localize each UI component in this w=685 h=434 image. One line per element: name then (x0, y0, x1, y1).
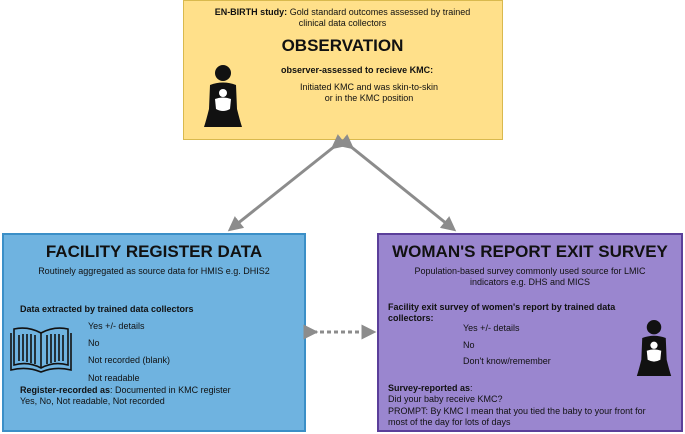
woman-title: WOMAN'S REPORT EXIT SURVEY (392, 242, 668, 261)
facility-subtitle: Routinely aggregated as source data for … (38, 266, 270, 276)
woman-question: Did your baby receive KMC? (388, 394, 503, 404)
recorded-label: Register-recorded as (20, 385, 111, 395)
observation-subtitle: observer-assessed to recieve KMC: (281, 65, 434, 75)
facility-title: FACILITY REGISTER DATA (45, 242, 263, 261)
facility-extract-heading: Data extracted by trained data collector… (20, 304, 194, 314)
reported-label: Survey-reported as (388, 383, 471, 393)
woman-prompt-line1: PROMPT: By KMC I mean that you tied the … (388, 406, 646, 416)
woman-subtitle-line2: indicators e.g. DHS and MICS (469, 277, 591, 287)
woman-exit-heading-line2: collectors: (388, 313, 434, 323)
woman-option: Don't know/remember (463, 356, 551, 366)
woman-option: Yes +/- details (463, 323, 520, 333)
woman-exit-heading-line1: Facility exit survey of women's report b… (388, 302, 616, 312)
mother-baby-icon (204, 65, 242, 127)
woman-subtitle-line1: Population-based survey commonly used so… (414, 266, 646, 276)
observation-desc-line1: Initiated KMC and was skin-to-skin (299, 82, 439, 92)
facility-option: Not readable (88, 373, 140, 383)
facility-recorded-line2: Yes, No, Not readable, Not recorded (20, 396, 165, 406)
observation-title: OBSERVATION (281, 36, 404, 55)
facility-register-box: FACILITY REGISTER DATA Routinely aggrega… (2, 233, 306, 432)
recorded-text: : Documented in KMC register (110, 385, 231, 395)
woman-option: No (463, 340, 475, 350)
woman-report-box: WOMAN'S REPORT EXIT SURVEY Population-ba… (377, 233, 683, 432)
arrow-observation-facility (227, 134, 348, 232)
open-book-icon (10, 327, 72, 373)
study-label: EN-BIRTH study: (214, 7, 288, 17)
arrow-observation-woman (337, 134, 457, 232)
facility-option: No (88, 338, 100, 348)
facility-recorded-line: Register-recorded as: Documented in KMC … (20, 385, 231, 396)
woman-prompt-line2: most of the day for lots of days (388, 417, 511, 427)
observation-box: EN-BIRTH study: Gold standard outcomes a… (183, 0, 503, 140)
study-text: Gold standard outcomes assessed by train… (287, 7, 471, 17)
facility-option: Not recorded (blank) (88, 355, 171, 365)
observation-desc-line2: or in the KMC position (324, 93, 414, 103)
observation-study-line2: clinical data collectors (298, 18, 387, 28)
woman-reported-line: Survey-reported as: (388, 383, 473, 394)
reported-colon: : (470, 383, 473, 393)
observation-study-line: EN-BIRTH study: Gold standard outcomes a… (184, 7, 501, 18)
mother-baby-icon (636, 319, 672, 377)
facility-option: Yes +/- details (88, 321, 145, 331)
